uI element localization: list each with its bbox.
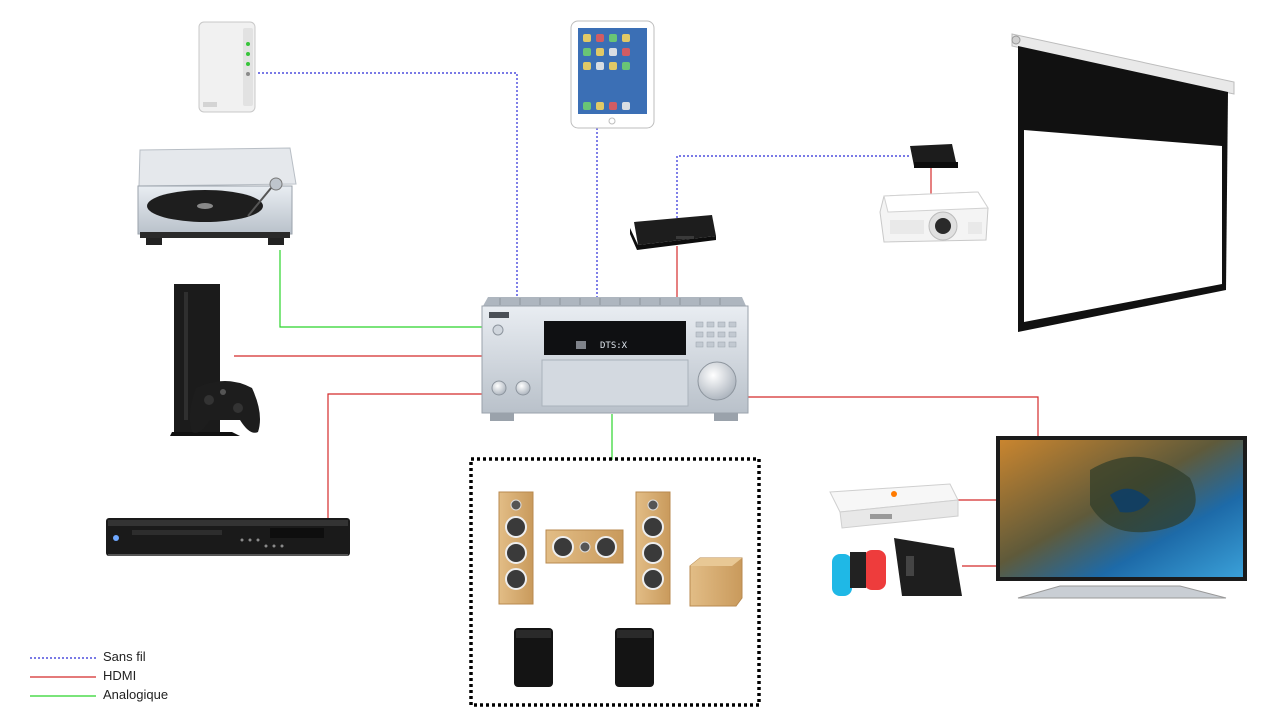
nintendo-switch-device	[832, 538, 962, 596]
tablet-device	[570, 20, 655, 129]
hdmi-wireless-receiver	[910, 144, 958, 168]
av-receiver: DTS:X	[481, 297, 749, 421]
hdmi-wireless-sender	[630, 215, 716, 250]
turntable-device	[137, 147, 297, 245]
television-device	[996, 436, 1247, 599]
projector-device	[879, 191, 989, 243]
center-speaker	[545, 529, 624, 564]
rear-left-speaker	[514, 628, 553, 687]
projection-screen	[1011, 33, 1235, 332]
rear-right-speaker	[615, 628, 654, 687]
xbox-controller	[189, 381, 260, 433]
nas-wireless-link	[258, 72, 518, 298]
legend-label-analog: Analogique	[103, 687, 169, 702]
speaker-system-group	[469, 457, 761, 707]
analog-links	[279, 250, 613, 460]
front-right-speaker	[635, 491, 671, 605]
legend-swatches	[30, 657, 96, 697]
dvd-hdmi-link	[327, 393, 482, 520]
receiver-display-text: DTS:X	[600, 341, 628, 351]
internet-box-device	[829, 483, 959, 529]
subwoofer	[689, 557, 743, 607]
turntable-analog-link	[279, 250, 482, 328]
tv-hdmi-link	[748, 396, 1039, 438]
legend-label-wireless: Sans fil	[103, 649, 146, 664]
dvd-recorder	[106, 518, 350, 556]
hdmi-sender-wireless-link	[676, 155, 911, 218]
nas-device	[198, 21, 256, 113]
front-left-speaker	[498, 491, 534, 605]
hdmi-links	[234, 168, 1039, 567]
wireless-links	[258, 72, 911, 298]
legend-label-hdmi: HDMI	[103, 668, 137, 683]
